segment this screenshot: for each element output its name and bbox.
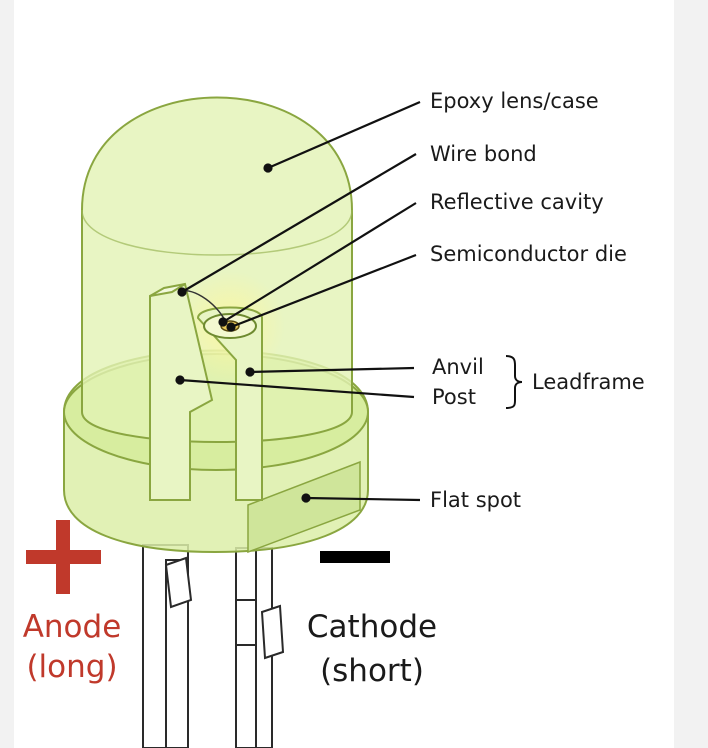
anode-note: (long) [26,649,117,685]
flat-spot [247,460,361,554]
leadframe-brace [505,355,523,409]
anode-name: Anode [23,609,122,645]
cathode-minus-sign [320,551,390,563]
leadframe [149,282,263,501]
anvil [196,306,263,501]
cathode-lead [235,547,285,748]
anode-plus-sign [26,520,101,594]
cathode-name: Cathode [307,609,437,645]
dome-inner-curve [81,209,353,256]
label-semiconductor-die: Semiconductor die [430,242,627,266]
label-post: Post [432,385,476,409]
label-wire-bond: Wire bond [430,142,537,166]
cathode-note: (short) [320,653,424,689]
label-reflective-cavity: Reflective cavity [430,190,604,214]
leader-lines [175,100,421,503]
label-leadframe: Leadframe [532,370,645,394]
anode-lead [142,544,193,748]
label-anvil: Anvil [432,355,484,379]
label-epoxy: Epoxy lens/case [430,89,599,113]
label-flat-spot: Flat spot [430,488,521,512]
